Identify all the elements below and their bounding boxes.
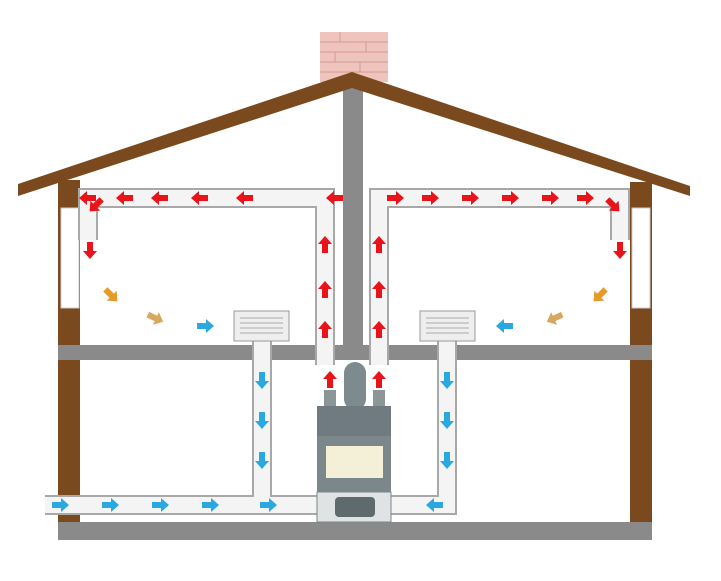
cold-air-arrow	[202, 498, 219, 512]
cold-air-arrow	[197, 319, 214, 333]
hot-air-arrow	[323, 371, 337, 388]
hot-air-arrow	[613, 242, 627, 259]
hot-air-arrow	[89, 197, 104, 212]
cold-air-arrow	[152, 498, 169, 512]
left-return-vent	[233, 310, 290, 342]
cold-air-arrow	[260, 498, 277, 512]
hot-air-arrow	[502, 191, 519, 205]
hot-air-arrow	[326, 191, 343, 205]
cold-air-arrow	[102, 498, 119, 512]
hot-air-arrow	[542, 191, 559, 205]
cold-air-arrow	[426, 498, 443, 512]
hot-air-arrow	[462, 191, 479, 205]
fireplace	[316, 362, 392, 523]
hot-air-arrow	[116, 191, 133, 205]
hot-air-arrow	[372, 236, 386, 253]
cold-duct-right	[388, 340, 457, 515]
hot-air-arrow	[318, 321, 332, 338]
hot-air-arrow	[577, 191, 594, 205]
hot-air-arrow	[83, 242, 97, 259]
hot-air-arrow	[605, 197, 620, 212]
cold-air-arrow	[255, 412, 269, 429]
fireplace-glass	[326, 446, 383, 478]
right-window	[631, 207, 651, 309]
hot-air-arrow	[318, 281, 332, 298]
hot-air-arrow	[372, 321, 386, 338]
hot-air-arrow	[191, 191, 208, 205]
hot-air-arrow	[387, 191, 404, 205]
cold-air-arrow	[52, 498, 69, 512]
airflow-arrows	[52, 191, 627, 512]
cool-air-arrow	[146, 311, 164, 325]
hot-air-arrow	[422, 191, 439, 205]
hot-air-arrow	[151, 191, 168, 205]
hot-duct-right	[369, 188, 630, 365]
hot-air-arrow	[236, 191, 253, 205]
cold-air-arrow	[255, 452, 269, 469]
warm-air-arrow	[103, 287, 118, 302]
hot-air-arrow	[79, 191, 96, 205]
cold-air-arrow	[440, 372, 454, 389]
cool-air-arrow	[546, 311, 564, 325]
cold-air-arrow	[496, 319, 513, 333]
cold-air-arrow	[440, 452, 454, 469]
hot-air-arrow	[318, 236, 332, 253]
warm-air-arrow	[593, 287, 608, 302]
left-window	[60, 207, 80, 309]
cold-air-arrow	[440, 412, 454, 429]
right-return-vent	[419, 310, 476, 342]
cold-duct-left	[45, 340, 322, 515]
upper-floor	[58, 345, 652, 360]
hot-air-arrow	[372, 371, 386, 388]
central-flue	[343, 84, 363, 350]
ground-floor	[58, 522, 652, 540]
hot-air-arrow	[372, 281, 386, 298]
cold-air-arrow	[255, 372, 269, 389]
